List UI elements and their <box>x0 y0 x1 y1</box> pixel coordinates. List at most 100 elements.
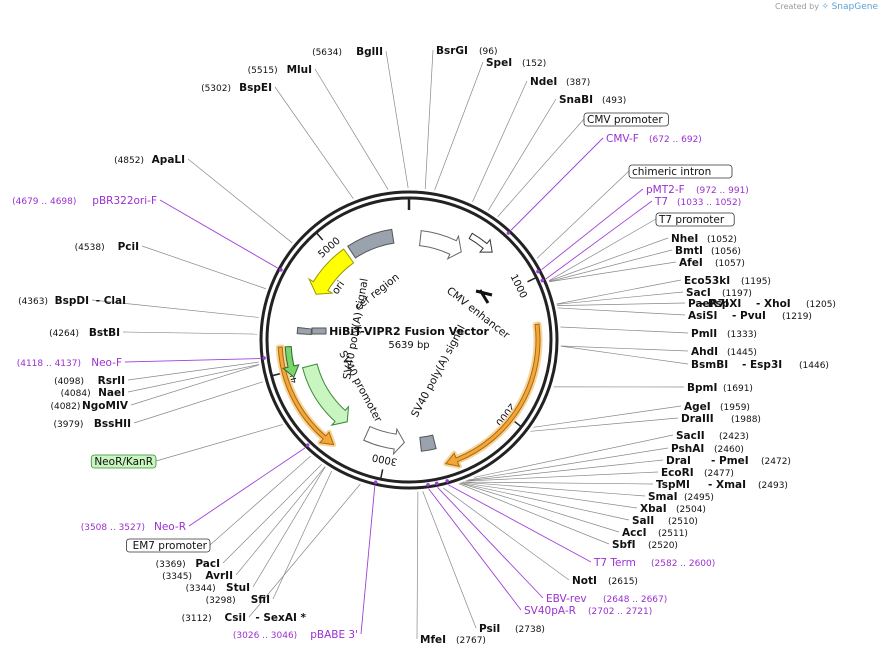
site-pos: (1691) <box>723 384 753 394</box>
site-label-cmv-promoter[interactable]: CMV promoter <box>583 112 669 127</box>
site-label-nhei[interactable]: NheI(1052) <box>671 233 737 245</box>
label-box <box>583 112 669 127</box>
site-pos: (2511) <box>658 529 688 539</box>
site-label-bspei[interactable]: BspEI(5302) <box>201 82 272 94</box>
site-pos: (1052) <box>707 235 737 245</box>
leader-line <box>416 491 419 640</box>
site-label-sfii[interactable]: SfiI(3298) <box>206 594 270 606</box>
site-label-ndei[interactable]: NdeI(387) <box>530 76 590 88</box>
site-label-pshai[interactable]: PshAI(2460) <box>671 443 744 455</box>
site-label-stui[interactable]: StuI(3344) <box>186 582 250 594</box>
site-label-bsmbi[interactable]: BsmBI <box>691 359 728 371</box>
site-label-acci[interactable]: AccI(2511) <box>622 527 688 539</box>
site-pos: (1988) <box>731 415 761 425</box>
feature-sv40-poly-a-signal[interactable] <box>419 434 437 452</box>
site-label-ahdi[interactable]: AhdI(1445) <box>691 346 757 358</box>
site-label-ngomiv[interactable]: NgoMIV(4082) <box>50 400 128 412</box>
site-label-pcii[interactable]: PciI(4538) <box>75 241 139 253</box>
site-label-afei[interactable]: AfeI(1057) <box>679 257 745 269</box>
site-label-t7[interactable]: T7(1033 .. 1052) <box>654 196 741 208</box>
site-label-neo-f[interactable]: Neo-F(4118 .. 4137) <box>17 357 122 369</box>
leader-line <box>468 447 669 481</box>
feature-sv40-poly-a-signal-2[interactable] <box>301 363 350 426</box>
site-pos: (1959) <box>720 403 750 413</box>
leader-line <box>549 249 673 282</box>
site-label-mfei[interactable]: MfeI(2767) <box>420 634 486 646</box>
site-label-bpmi[interactable]: BpmI(1691) <box>687 382 753 394</box>
feature-poly-a-small[interactable] <box>296 326 313 335</box>
leader-line <box>541 188 644 271</box>
feature-cmv-promoter[interactable] <box>468 232 493 253</box>
site-name: EBV-rev <box>546 593 587 605</box>
site-label-rsrii[interactable]: RsrII(4098) <box>54 375 125 387</box>
site-label-sexai[interactable]: - SexAI * <box>255 612 306 624</box>
site-label-chimeric-intron[interactable]: chimeric intron <box>628 164 733 179</box>
site-label-em7-promoter[interactable]: EM7 promoter <box>126 538 211 553</box>
site-label-ebv-rev[interactable]: EBV-rev(2648 .. 2667) <box>546 593 667 605</box>
site-name: AhdI <box>691 346 718 358</box>
feature-hibit-vipr2[interactable] <box>444 323 541 468</box>
site-label-draiii[interactable]: DraIII(1988) <box>681 413 761 425</box>
site-name: BglII <box>356 46 383 58</box>
site-label-pbabe-3[interactable]: pBABE 3'(3026 .. 3046) <box>233 629 358 641</box>
leader-lines <box>91 49 689 640</box>
site-label-asisi[interactable]: AsiSI <box>688 310 717 322</box>
site-label-pspxi[interactable]: - PspXI <box>700 298 741 310</box>
feature-hsv-tk-poly-a[interactable] <box>282 345 300 378</box>
site-label-pmli[interactable]: PmlI(1333) <box>691 328 757 340</box>
site-pos: (1219) <box>782 312 812 322</box>
site-label-ecori[interactable]: EcoRI(2477) <box>661 467 734 479</box>
site-label-sali[interactable]: SalI(2510) <box>632 515 698 527</box>
site-label-saci[interactable]: SacI(1197) <box>686 287 752 299</box>
site-label-pmt2-f[interactable]: pMT2-F(972 .. 991) <box>646 184 749 196</box>
site-label-apali[interactable]: ApaLI(4852) <box>114 154 185 166</box>
site-label-sv40pa-r[interactable]: SV40pA-R(2702 .. 2721) <box>524 605 652 617</box>
site-name: CMV-F <box>606 133 639 145</box>
feature-neor-kanr[interactable] <box>277 346 335 446</box>
feature-ori[interactable] <box>307 248 355 295</box>
site-label-psii[interactable]: PsiI(2738) <box>479 623 545 635</box>
site-label-xbai[interactable]: XbaI(2504) <box>640 503 706 515</box>
site-label-spei[interactable]: SpeI(152) <box>486 57 546 69</box>
site-label-bglii[interactable]: BglII(5634) <box>312 46 383 58</box>
site-label-pbr322ori-f[interactable]: pBR322ori-F(4679 .. 4698) <box>12 195 157 207</box>
site-label-drai[interactable]: DraI <box>666 455 691 467</box>
site-label-clai[interactable]: - ClaI <box>96 295 126 307</box>
site-label-t7-promoter[interactable]: T7 promoter <box>655 212 735 227</box>
site-pos: (2460) <box>714 445 744 455</box>
site-label-pvui[interactable]: - PvuI(1219) <box>732 310 812 322</box>
site-label-xmai[interactable]: - XmaI(2493) <box>708 479 788 491</box>
site-label-snabi[interactable]: SnaBI(493) <box>559 94 626 106</box>
feature-cmv-enhancer[interactable] <box>419 230 462 260</box>
site-label-bmti[interactable]: BmtI(1056) <box>675 245 741 257</box>
site-label-mlui[interactable]: MluI(5515) <box>248 64 312 76</box>
site-label-tspmi[interactable]: TspMI <box>656 479 690 491</box>
site-label-smai[interactable]: SmaI(2495) <box>648 491 714 503</box>
site-label-bsrgi[interactable]: BsrGI(96) <box>436 45 497 57</box>
site-label-agei[interactable]: AgeI(1959) <box>684 401 750 413</box>
site-label-paci[interactable]: PacI(3369) <box>156 558 220 570</box>
site-label-cmv-f[interactable]: CMV-F(672 .. 692) <box>606 133 702 145</box>
site-label-neor-kanr[interactable]: NeoR/KanR <box>90 454 157 469</box>
site-label-xhoi[interactable]: - XhoI(1205) <box>756 298 836 310</box>
site-label-eco53ki[interactable]: Eco53kI(1195) <box>684 275 771 287</box>
site-label-naei[interactable]: NaeI(4084) <box>61 387 125 399</box>
site-label-bstbi[interactable]: BstBI(4264) <box>49 327 120 339</box>
site-label-bspdi[interactable]: BspDI(4363) <box>18 295 89 307</box>
site-label-neo-r[interactable]: Neo-R(3508 .. 3527) <box>81 521 186 533</box>
site-label-pmei[interactable]: - PmeI(2472) <box>711 455 791 467</box>
site-label-sacii[interactable]: SacII(2423) <box>676 430 749 442</box>
feature-sv40-promoter[interactable] <box>363 425 405 456</box>
tick-mark <box>271 372 282 377</box>
site-label-paer7i[interactable]: PaeR7I <box>688 298 729 310</box>
leader-line <box>248 483 361 618</box>
site-label-esp3i[interactable]: - Esp3I(1446) <box>742 359 829 371</box>
site-label-sbfi[interactable]: SbfI(2520) <box>612 539 678 551</box>
primer-mark <box>536 269 540 274</box>
site-label-avrii[interactable]: AvrII(3345) <box>162 570 233 582</box>
site-label-bsshii[interactable]: BssHII(3979) <box>53 418 131 430</box>
site-label-noti[interactable]: NotI(2615) <box>572 575 638 587</box>
site-label-t7-term[interactable]: T7 Term(2582 .. 2600) <box>593 557 715 569</box>
site-label-csii[interactable]: CsiI(3112) <box>182 612 246 624</box>
feature-cer-region[interactable] <box>347 228 395 259</box>
